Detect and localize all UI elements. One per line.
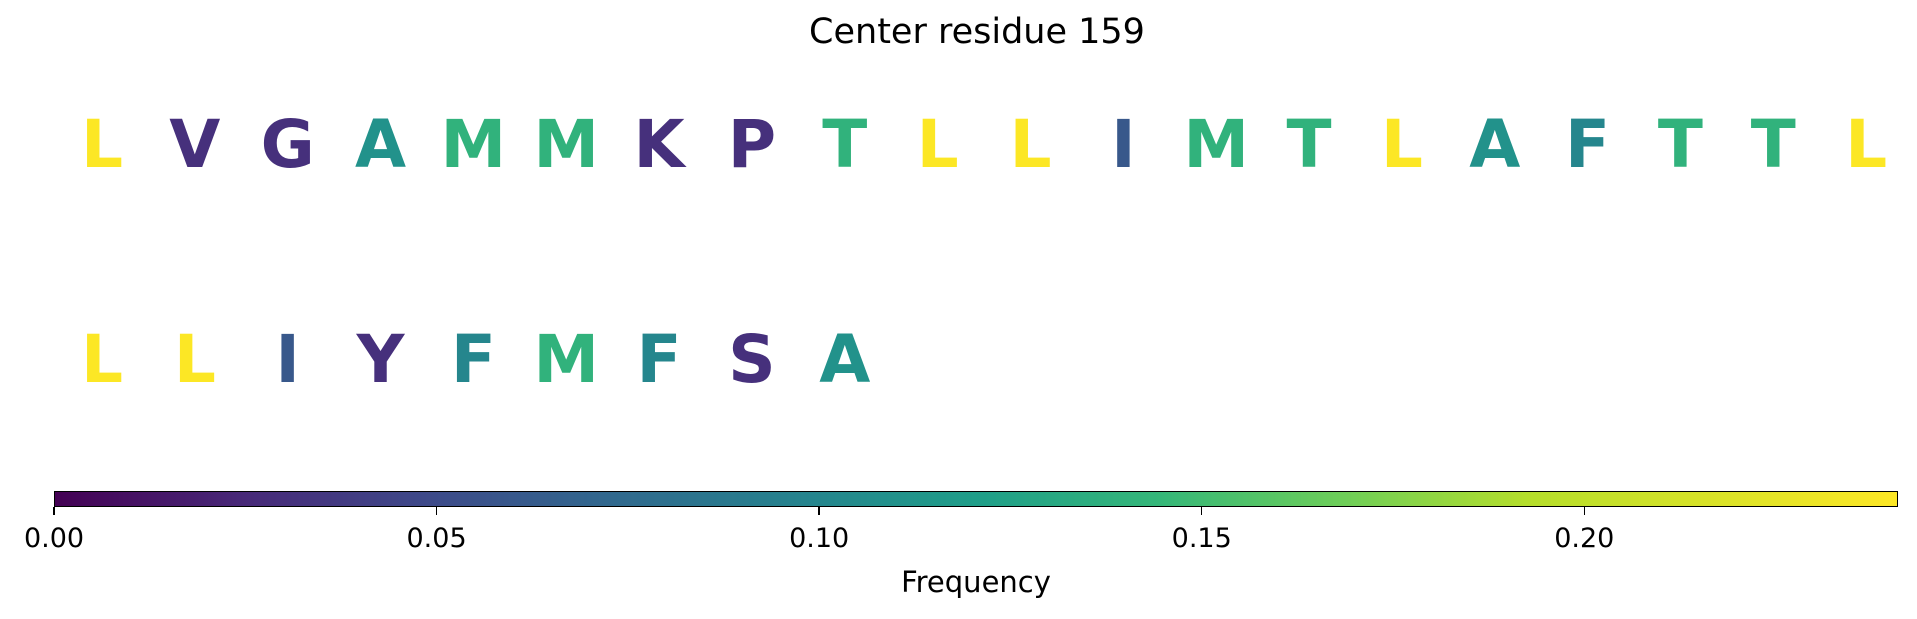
residue-letter: V [169,106,221,183]
residue-letter: A [355,106,407,183]
colorbar-tick-label: 0.15 [1171,523,1232,554]
frequency-colorbar [54,491,1898,507]
residue-letter: P [727,106,777,183]
residue-letter: F [1565,106,1611,183]
residue-letter: T [822,106,868,183]
colorbar-tick [1583,507,1586,515]
residue-letter: L [1009,106,1052,183]
chart-title: Center residue 159 [809,12,1145,52]
colorbar-tick [1200,507,1203,515]
residue-letter: L [80,106,124,183]
colorbar-tick-label: 0.10 [789,523,850,554]
colorbar-tick-label: 0.20 [1554,523,1615,554]
residue-letter: L [80,321,124,398]
residue-letter: G [260,106,315,183]
residue-letter: M [1183,106,1250,183]
residue-letter: K [633,106,685,183]
colorbar-tick [818,507,820,515]
residue-letter: L [916,106,959,183]
residue-letter: I [275,321,300,398]
residue-letter: T [1750,106,1796,183]
residue-letter: F [636,321,682,398]
residue-letter: S [728,321,776,398]
residue-letter: T [1657,106,1703,183]
colorbar-tick [53,507,55,515]
residue-letter: Y [356,321,405,398]
residue-letter: I [1111,106,1136,183]
colorbar-tick-label: 0.00 [23,523,85,554]
residue-letter: T [1286,106,1332,183]
residue-letter: M [533,321,600,398]
residue-letter: M [440,106,507,183]
residue-letter: M [533,106,600,183]
residue-letter: F [450,321,496,398]
residue-letter: L [1845,106,1888,183]
residue-letter: A [819,321,871,398]
residue-letter: L [1380,106,1423,183]
colorbar-tick-label: 0.05 [406,523,467,554]
residue-letter: L [173,321,216,398]
colorbar-tick [435,507,438,515]
residue-letter: A [1469,106,1521,183]
colorbar-label: Frequency [901,565,1051,599]
